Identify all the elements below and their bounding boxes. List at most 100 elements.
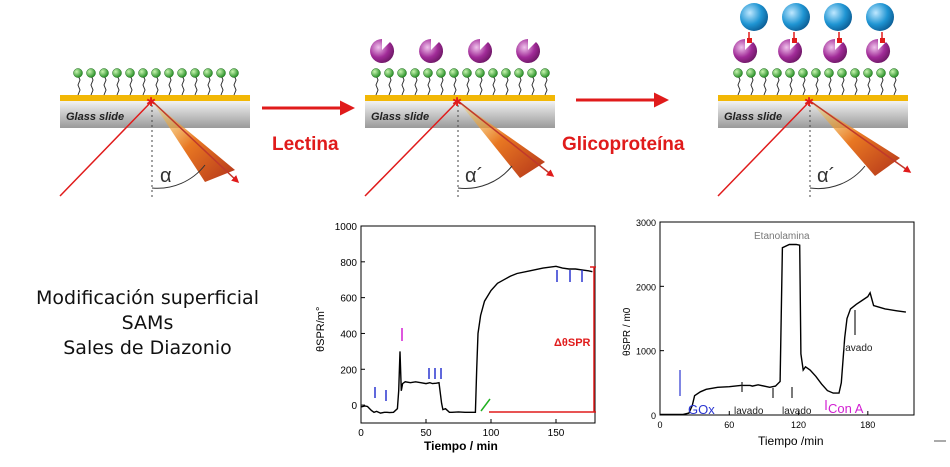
sam-chain xyxy=(77,74,81,96)
step-label-lectina: Lectina xyxy=(272,134,339,155)
y-tick-label: 200 xyxy=(340,365,357,376)
sam-head xyxy=(190,68,200,78)
chart-series xyxy=(660,243,906,416)
sam-head xyxy=(99,68,109,78)
sam-chain xyxy=(763,74,767,96)
lectin-layer xyxy=(733,32,891,63)
glycoprotein xyxy=(866,3,894,31)
x-tick-label: 0 xyxy=(657,420,662,430)
sam-chain xyxy=(828,74,832,96)
annotation-lavado-2: lavado xyxy=(782,406,812,417)
sam-head xyxy=(462,68,472,78)
reflected-beam-axis xyxy=(809,100,912,173)
sam-chain xyxy=(544,74,548,96)
glycoprotein-layer xyxy=(740,3,894,31)
sam-chain xyxy=(815,74,819,96)
sam-head xyxy=(177,68,187,78)
lectin xyxy=(419,39,444,63)
y-tick-label: 1000 xyxy=(636,347,656,357)
sam-chain xyxy=(492,74,496,96)
sugar-unit xyxy=(792,38,797,43)
sam-chain xyxy=(854,74,858,96)
sam-chain xyxy=(194,74,198,96)
gold-layer xyxy=(365,95,555,101)
glycoprotein xyxy=(782,3,810,31)
sam-head xyxy=(216,68,226,78)
sam-head xyxy=(798,68,808,78)
sam-chain xyxy=(531,74,535,96)
sam-head xyxy=(112,68,122,78)
modification-line-2: SAMs xyxy=(121,312,174,334)
angle-arc xyxy=(809,165,866,190)
y-tick-label: 0 xyxy=(351,401,357,412)
sam-head xyxy=(501,68,511,78)
sam-chain xyxy=(181,74,185,96)
sam-chain xyxy=(129,74,133,96)
sam-head xyxy=(811,68,821,78)
glass-slide xyxy=(365,100,555,128)
sugar-unit xyxy=(880,38,885,43)
sam-chain xyxy=(388,74,392,96)
sam-chain xyxy=(142,74,146,96)
sam-chain xyxy=(518,74,522,96)
sugar-unit xyxy=(837,38,842,43)
glycoprotein xyxy=(740,3,768,31)
sam-head xyxy=(514,68,524,78)
series-line xyxy=(660,243,906,416)
spr-panel-1: Glass slide α ✱ xyxy=(59,68,250,200)
sam-head xyxy=(410,68,420,78)
sam-chain xyxy=(168,74,172,96)
sam-head xyxy=(876,68,886,78)
chart-series xyxy=(360,265,593,414)
lectin xyxy=(370,39,395,63)
sam-head xyxy=(423,68,433,78)
x-tick-label: 150 xyxy=(548,428,565,439)
sam-chain xyxy=(867,74,871,96)
sam-chain xyxy=(893,74,897,96)
sam-chain xyxy=(466,74,470,96)
sam-chain xyxy=(233,74,237,96)
y-tick-label: 1000 xyxy=(335,222,358,233)
green-mark xyxy=(480,398,491,412)
spr-panel-2: Glass slide α´ ✱ xyxy=(364,39,555,200)
sam-head xyxy=(759,68,769,78)
y-tick-label: 2000 xyxy=(636,282,656,292)
sam-chain xyxy=(427,74,431,96)
sam-chain xyxy=(750,74,754,96)
incident-beam xyxy=(364,100,459,197)
sam-layer xyxy=(73,68,239,96)
reflected-beam xyxy=(810,101,900,176)
sam-chain xyxy=(155,74,159,96)
reflection-point-icon: ✱ xyxy=(452,95,462,109)
sam-chain xyxy=(737,74,741,96)
x-tick-label: 120 xyxy=(791,420,806,430)
series-line xyxy=(360,265,593,414)
reflected-beam xyxy=(458,101,545,178)
incident-beam xyxy=(59,100,153,197)
sam-head xyxy=(164,68,174,78)
annotation-gox: GOx xyxy=(688,402,715,417)
angle-label: α xyxy=(160,165,172,187)
spr-panel-3: Glass slide α´ ✱ xyxy=(717,3,912,200)
y-tick-label: 800 xyxy=(340,258,357,269)
y-tick-label: 400 xyxy=(340,329,357,340)
sam-chain xyxy=(220,74,224,96)
modification-methods: Modificación superficial SAMs Sales de D… xyxy=(20,286,275,361)
sam-head xyxy=(527,68,537,78)
y-axis-label: θSPR / m0 xyxy=(622,307,633,356)
injection-arrows xyxy=(374,270,583,412)
y-axis-label: θSPR/m° xyxy=(315,307,327,352)
lectin-layer xyxy=(370,39,541,63)
sam-head xyxy=(371,68,381,78)
sam-chain xyxy=(802,74,806,96)
sam-chain xyxy=(90,74,94,96)
reflection-point-icon: ✱ xyxy=(804,95,814,109)
sam-head xyxy=(86,68,96,78)
gold-layer xyxy=(718,95,908,101)
sam-head xyxy=(850,68,860,78)
sam-head xyxy=(151,68,161,78)
